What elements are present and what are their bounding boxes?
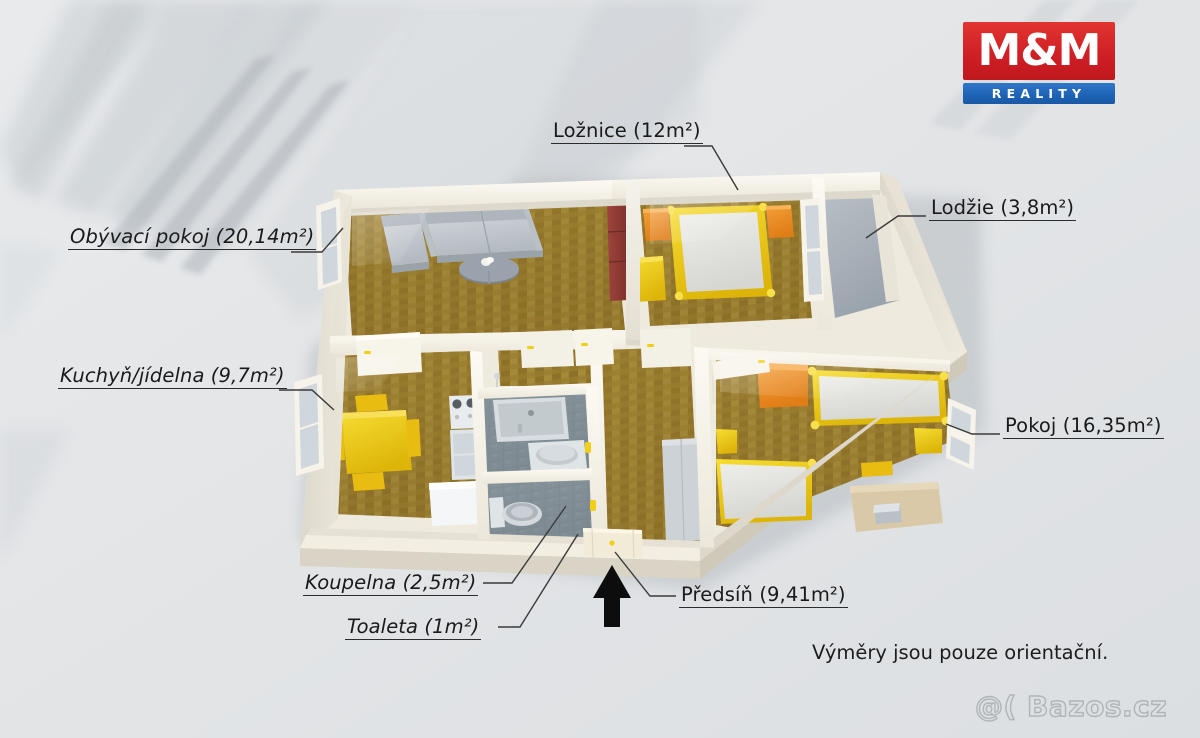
door-entrance [583,528,643,559]
furniture-nightstand-pokoj-right [914,428,942,454]
furniture-shelf-unit [607,200,629,301]
furniture-coffee-table [459,256,519,284]
furniture-bathtub [493,397,569,442]
window-loggia [800,198,824,302]
door-livingroom [520,330,574,368]
furniture-fridge [450,429,481,480]
room-floor-lodzie [822,194,900,318]
disclaimer-note: Výměry jsou pouze orientační. [812,641,1109,664]
door-bathroom [585,442,591,453]
furniture-nightstand-right [766,205,794,238]
furniture-nightstand-pokoj-left [716,429,737,454]
furniture-dresser-loznice [634,256,666,302]
mm-reality-logo: M&M REALITY [963,22,1115,104]
windows [294,198,976,476]
bazos-watermark: @( Bazos.cz [974,689,1168,723]
sunlight-patches [336,200,880,400]
furniture-bathroom-sink [528,440,587,471]
room-label-koupelna: Koupelna (2,5m²) [303,572,479,597]
room-label-kuchyn-jidelna: Kuchyň/jídelna (9,7m²) [58,365,287,390]
furniture-counter [429,481,481,526]
room-label-lodzie: Lodžie (3,8m²) [929,197,1077,222]
window-pokoj [946,398,976,470]
leader-kuchyn-jidelna [279,389,335,411]
logo-subtitle-text: REALITY [991,86,1087,101]
furniture-sofa [418,207,543,263]
leader-toaleta [498,533,579,628]
leader-lodzie [865,215,926,239]
furniture-bed-pokoj-lower [716,458,817,524]
furniture-hall-wardrobe [662,438,702,543]
leader-loznice [684,145,739,191]
leader-pokoj [945,423,1000,435]
room-label-predsin: Předsíň (9,41m²) [679,584,848,609]
logo-brand-block: M&M [963,22,1115,80]
doors [356,328,770,559]
door-toilet [590,500,596,511]
furniture-dining-table [341,410,412,474]
room-label-loznice: Ložnice (12m²) [551,120,703,145]
furniture-desk-chair-pokoj [861,461,893,477]
room-label-obyvaci-pokoj: Obývací pokoj (20,14m²) [68,226,317,251]
furniture-toilet [489,497,542,528]
window-kitchen [294,374,324,476]
leader-lines [279,145,1000,628]
room-label-toaleta: Toaleta (1m²) [345,616,482,641]
door-bedroom [640,328,692,368]
door-hall-living [574,328,614,366]
up-arrow-icon [593,565,631,627]
furniture-desk-pokoj [850,482,943,532]
leader-obyvaci-pokoj [291,227,344,253]
leader-predsin [614,551,676,597]
logo-subtitle-block: REALITY [963,83,1115,104]
logo-brand-text: M&M [977,25,1102,76]
room-label-pokoj: Pokoj (16,35m²) [1003,415,1164,440]
leader-koupelna [483,505,567,584]
